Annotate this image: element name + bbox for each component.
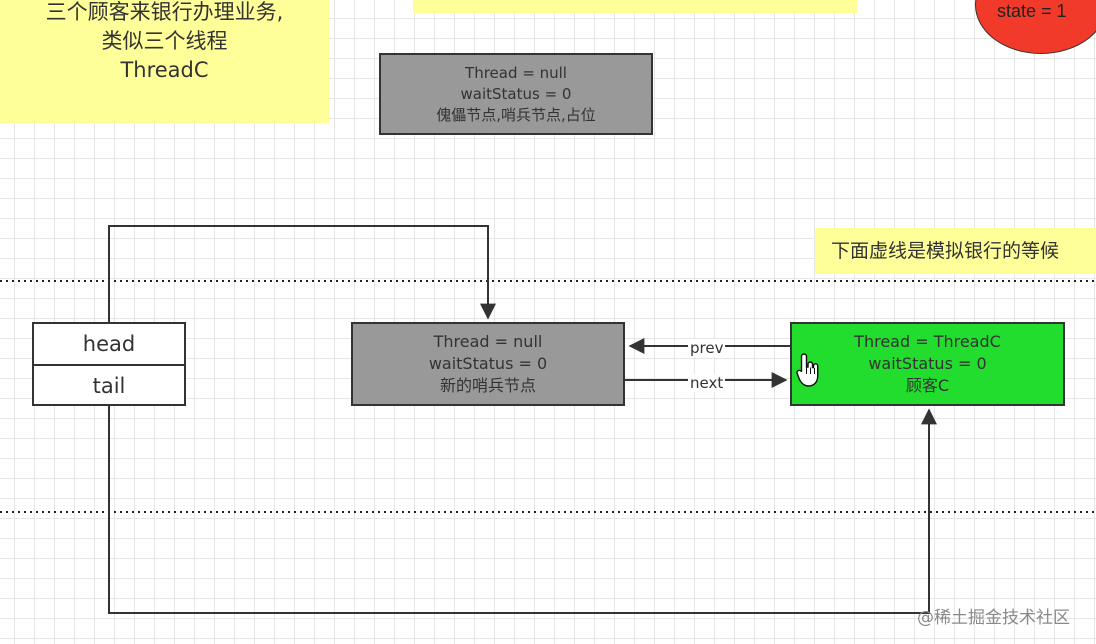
hand-cursor-icon xyxy=(796,353,819,387)
sentinel-old-desc: 傀儡节点,哨兵节点,占位 xyxy=(436,105,596,124)
note-top xyxy=(413,0,857,13)
tail-pointer-arrow xyxy=(108,406,937,614)
note-customers-line-2: 类似三个线程 xyxy=(101,29,228,53)
note-waiting-queue: 下面虚线是模拟银行的等候 xyxy=(815,228,1096,274)
sentinel-old-thread: Thread = null xyxy=(465,63,567,82)
tail-label: tail xyxy=(92,374,126,398)
state-label: state = 1 xyxy=(997,1,1067,21)
sentinel-node-new: Thread = null waitStatus = 0 新的哨兵节点 xyxy=(351,322,625,406)
note-customers: 三个顾客来银行办理业务, 类似三个线程 ThreadC xyxy=(0,0,329,123)
head-tail-box: head tail xyxy=(32,322,186,406)
head-label: head xyxy=(34,324,184,366)
note-customers-line-3: ThreadC xyxy=(120,58,209,82)
sentinel-node-old: Thread = null waitStatus = 0 傀儡节点,哨兵节点,占… xyxy=(379,53,653,135)
head-pointer-arrow xyxy=(108,225,496,322)
sentinel-new-waitstatus: waitStatus = 0 xyxy=(428,354,548,373)
prev-label: prev xyxy=(688,339,726,357)
sentinel-new-desc: 新的哨兵节点 xyxy=(439,376,536,395)
customer-c-desc: 顾客C xyxy=(905,376,950,395)
customer-c-waitstatus: waitStatus = 0 xyxy=(868,354,987,373)
customer-c-node: Thread = ThreadC waitStatus = 0 顾客C xyxy=(790,322,1065,406)
customer-c-thread: Thread = ThreadC xyxy=(854,332,1001,351)
sentinel-new-thread: Thread = null xyxy=(433,332,543,351)
note-customers-line-1: 三个顾客来银行办理业务, xyxy=(45,0,284,24)
sentinel-old-waitstatus: waitStatus = 0 xyxy=(460,84,572,103)
next-label: next xyxy=(688,374,726,392)
watermark: @稀土掘金技术社区 xyxy=(917,608,1070,628)
